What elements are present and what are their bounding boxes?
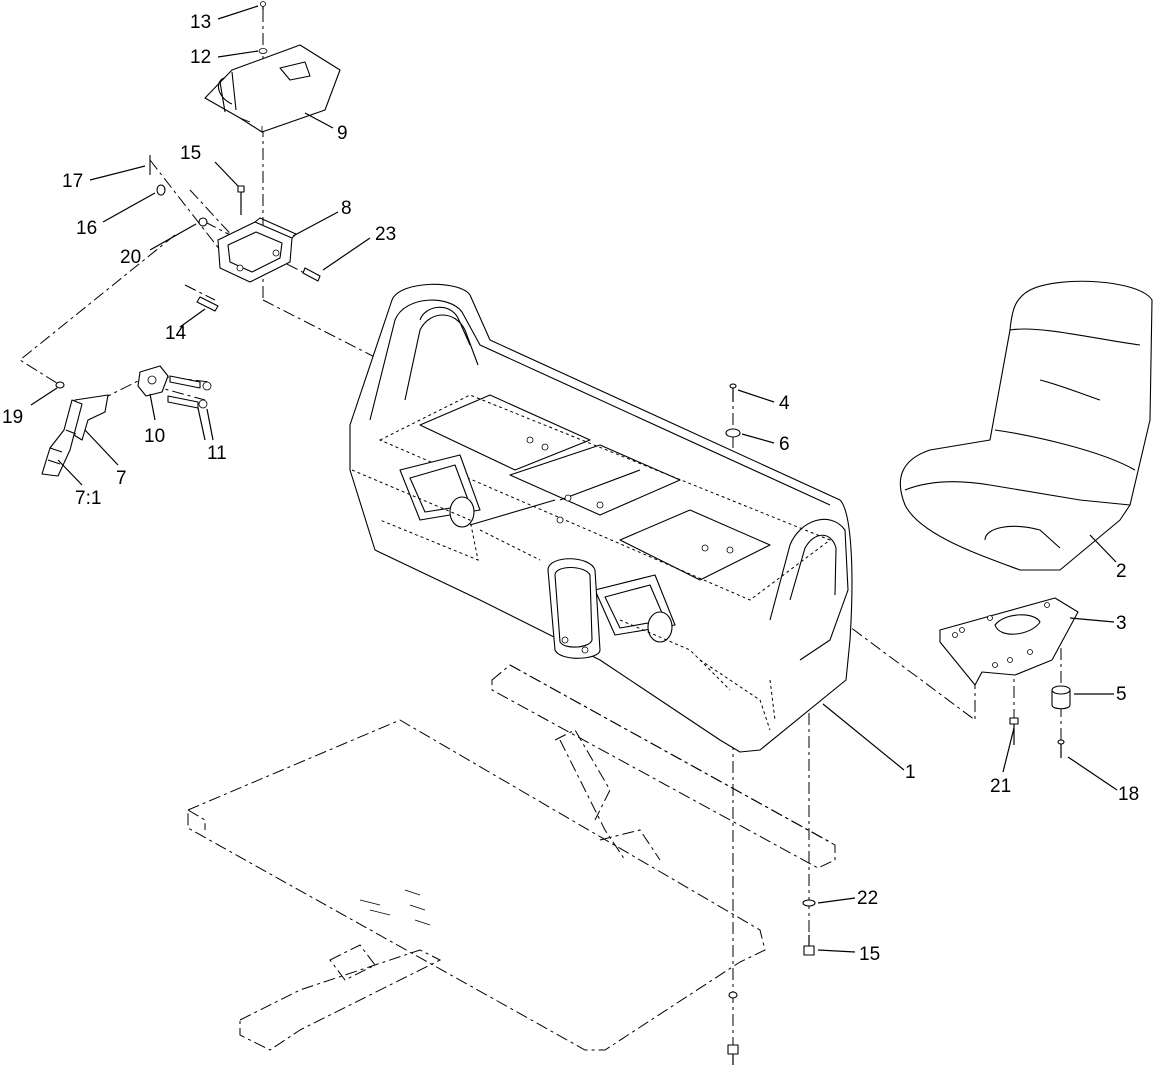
callout-22: 22 (857, 888, 878, 909)
callout-12: 12 (190, 47, 211, 68)
callout-7-1: 7:1 (75, 488, 101, 509)
callout-10: 10 (144, 426, 165, 447)
callout-7: 7 (116, 468, 127, 489)
callout-8: 8 (341, 198, 352, 219)
callout-9: 9 (337, 123, 348, 144)
callout-1: 1 (905, 762, 916, 783)
callout-15: 15 (180, 143, 201, 164)
callout-2: 2 (1116, 561, 1127, 582)
seat-platform-part-1 (349, 283, 853, 753)
callout-13: 13 (190, 12, 211, 33)
bolt-part-4 (729, 383, 737, 402)
callout-20: 20 (120, 247, 141, 268)
adjust-lever-part-7 (41, 394, 109, 477)
leader-lines (30, 5, 1118, 953)
callout-4: 4 (779, 393, 790, 414)
callout-15-lower: 15 (859, 944, 880, 965)
callout-23: 23 (375, 224, 396, 245)
callout-5: 5 (1116, 684, 1127, 705)
bolt-part-15-lower (803, 935, 815, 956)
pivot-bracket-part-8 (217, 217, 297, 283)
screw-part-18 (1057, 739, 1065, 758)
callout-19: 19 (2, 407, 23, 428)
callout-17: 17 (62, 171, 83, 192)
callout-11: 11 (207, 443, 227, 464)
callout-labels: 13 12 9 15 17 16 8 23 20 14 19 10 11 7 7… (2, 12, 1139, 965)
callout-14: 14 (165, 323, 187, 344)
latch-part-10 (137, 365, 212, 409)
washer-part-19 (55, 381, 65, 389)
frame-rail (491, 664, 836, 869)
seat-mount-plate-part-3 (939, 597, 1079, 686)
bolt-part-21 (1009, 717, 1019, 745)
callout-18: 18 (1118, 784, 1139, 805)
rubber-bumper-part-5 (1051, 685, 1071, 710)
callout-16: 16 (76, 218, 97, 239)
fastener-group-top (149, 1, 321, 312)
callout-6: 6 (779, 434, 790, 455)
callout-3: 3 (1116, 613, 1127, 634)
washer-part-6 (725, 428, 741, 438)
chassis-bolt (727, 991, 739, 1065)
callout-21: 21 (990, 776, 1011, 797)
seat-part-2 (899, 280, 1153, 571)
seat-pivot-cover-part-9 (204, 44, 341, 133)
chassis-frame (187, 719, 766, 1051)
washer-part-22 (802, 899, 816, 907)
